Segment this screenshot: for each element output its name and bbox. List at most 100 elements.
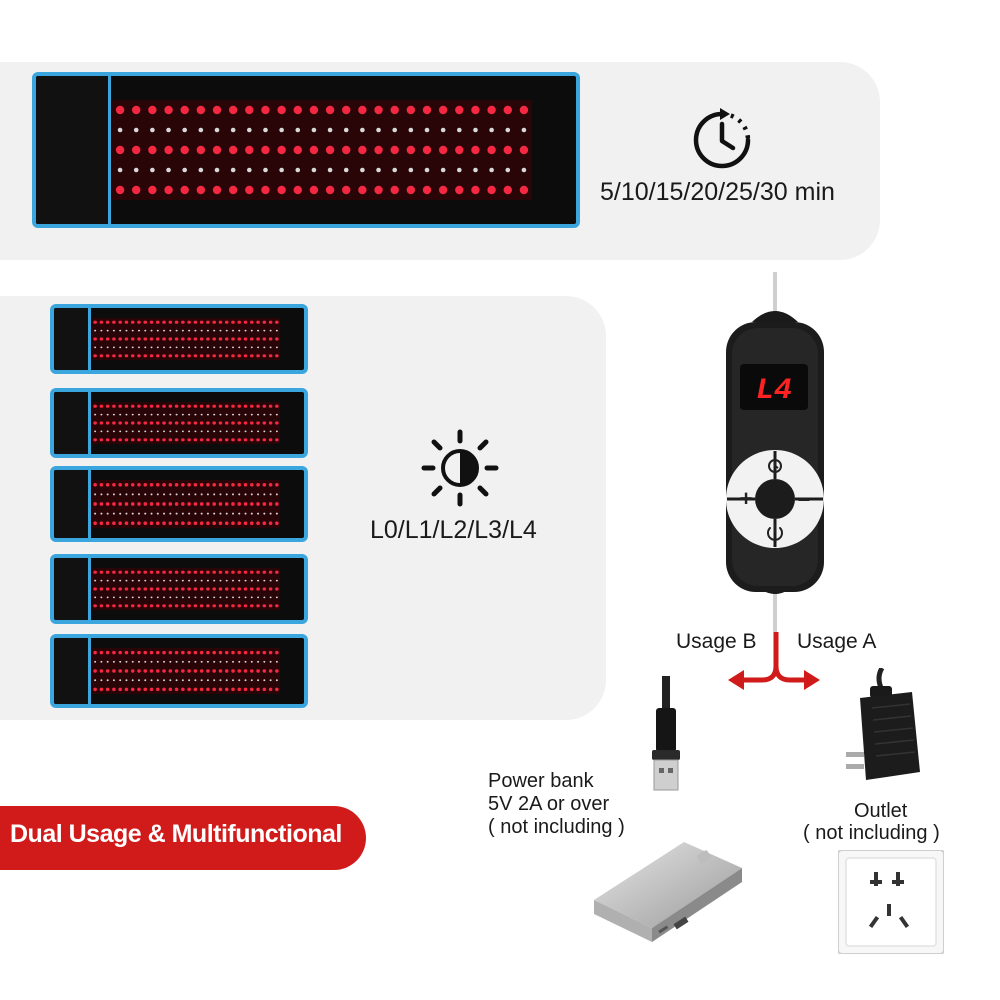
led-dot [162,438,166,442]
led-dot [93,650,97,655]
led-dot [268,650,273,655]
led-dot [163,430,166,433]
led-dot [238,679,241,682]
led-dot [275,502,279,506]
led-dot [422,145,432,155]
led-dot [118,421,122,425]
led-dot [212,521,216,526]
led-dot [149,669,154,673]
led-dot [133,127,139,133]
led-dot [275,604,279,608]
led-dot [137,404,141,408]
led-dot [166,127,171,133]
led-dot [144,512,147,515]
led-dot [218,421,223,425]
led-dot [489,167,494,173]
led-dot [99,587,104,591]
led-dot [343,127,349,133]
led-dot [279,167,284,173]
led-dot [358,145,367,155]
led-dot [230,127,236,133]
led-dot [181,482,185,487]
led-dot [131,596,134,599]
led-dot [118,587,122,591]
led-dot [269,329,272,332]
led-dot [275,430,278,433]
led-dot [231,570,235,574]
led-dot [232,329,234,332]
led-dot [133,167,139,173]
led-dot [143,570,148,574]
led-dot [124,521,129,526]
led-dot [100,512,103,515]
led-dot [250,320,254,324]
led-dot [245,145,254,155]
led-dot [196,185,206,195]
led-dot [174,604,179,608]
led-dot [156,493,159,496]
led-dot [219,493,222,496]
led-dot [149,438,154,442]
led-dot [206,421,210,425]
led-dot [206,512,209,515]
led-dot [130,421,135,425]
led-dot [181,404,185,408]
led-dot [455,185,464,195]
led-dot [262,421,267,425]
led-dot [112,413,115,416]
led-dot [262,404,267,408]
led-dot [150,512,153,515]
led-dot [137,337,141,341]
led-dot [224,438,229,442]
led-dot [93,337,97,341]
led-dot [118,438,122,442]
led-dot [206,660,209,663]
led-dot [118,604,122,608]
led-dot [237,482,242,487]
led-dot [143,650,148,655]
led-dot [194,679,197,682]
led-dot [244,346,247,349]
power-bank-label: Power bank [488,770,594,792]
led-dot [263,660,266,663]
led-dot [212,502,216,506]
led-dot [262,438,267,442]
led-dot [138,660,140,663]
led-dot [311,127,317,133]
level-options-text: L0/L1/L2/L3/L4 [370,516,537,544]
led-dot [188,579,191,582]
led-dot [358,185,367,195]
led-dot [149,404,154,408]
led-dot [231,687,235,692]
led-dot [408,167,414,173]
led-dot [169,596,172,599]
usb-cable-icon [652,676,680,791]
led-dot [505,127,511,133]
led-dot [162,650,166,655]
led-dot [168,687,173,692]
led-dot [275,669,279,673]
led-dot [175,413,178,416]
led-dot [99,354,104,358]
led-dot [244,493,247,496]
led-dot [199,337,204,341]
led-dot [250,346,253,349]
led-dot [200,660,203,663]
led-dot [112,329,115,332]
led-dot [295,127,301,133]
led-dot [188,493,191,496]
led-dot [263,596,266,599]
led-dot [162,570,166,574]
led-dot [150,660,153,663]
led-dot [275,413,278,416]
led-dot [105,354,110,358]
led-dot [206,404,210,408]
led-dot [125,493,128,496]
led-dot [187,669,191,673]
led-dot [181,329,184,332]
led-dot [187,421,191,425]
led-dot [250,660,253,663]
led-dot [342,145,351,155]
led-dot [94,346,97,349]
led-dot [150,596,153,599]
